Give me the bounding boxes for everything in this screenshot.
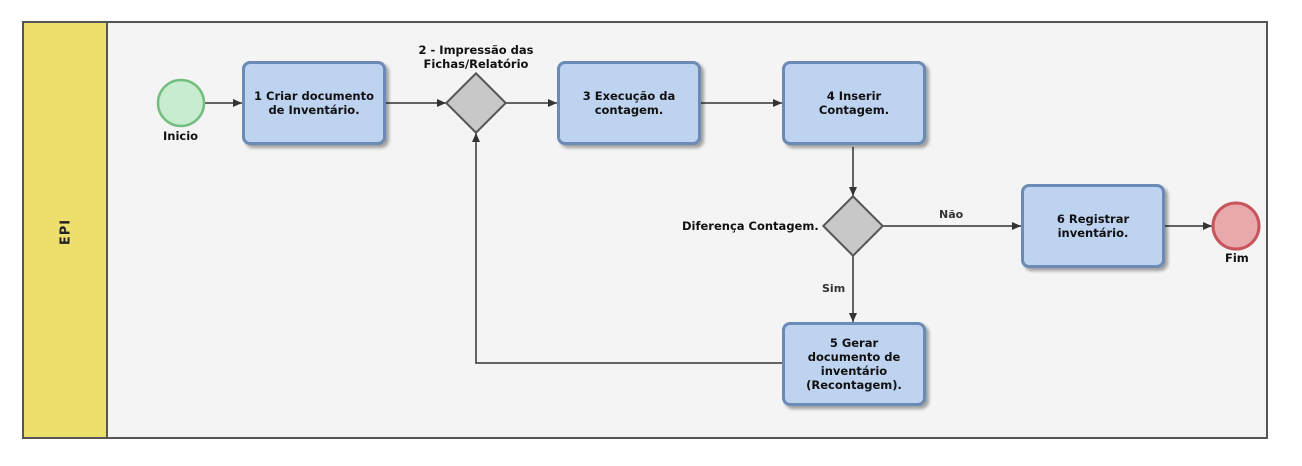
task-criar-documento[interactable]: 1 Criar documento de Inventário. [242,61,386,145]
end-event[interactable] [1211,201,1261,251]
gateway-diferenca-label: Diferença Contagem. [682,219,819,233]
task-inserir-contagem[interactable]: 4 Inserir Contagem. [782,61,926,145]
task-execucao-contagem[interactable]: 3 Execução da contagem. [557,61,701,145]
start-event-label: Inicio [163,129,199,143]
swimlane-header: EPI [24,23,108,437]
task-registrar-inventario[interactable]: 6 Registrar inventário. [1021,184,1165,268]
task-gerar-recontagem[interactable]: 5 Gerar documento de inventário (Reconta… [782,322,926,406]
gateway-impressao-label: 2 - Impressão das Fichas/Relatório [418,43,534,71]
start-event[interactable] [156,78,206,128]
gateway-diferenca[interactable] [821,194,885,258]
flow-label-nao: Não [939,208,964,221]
end-event-label: Fim [1225,251,1249,265]
flow-t5-to-g2[interactable] [472,133,782,364]
flow-label-sim: Sim [822,282,846,295]
gateway-impressao[interactable] [444,71,508,135]
